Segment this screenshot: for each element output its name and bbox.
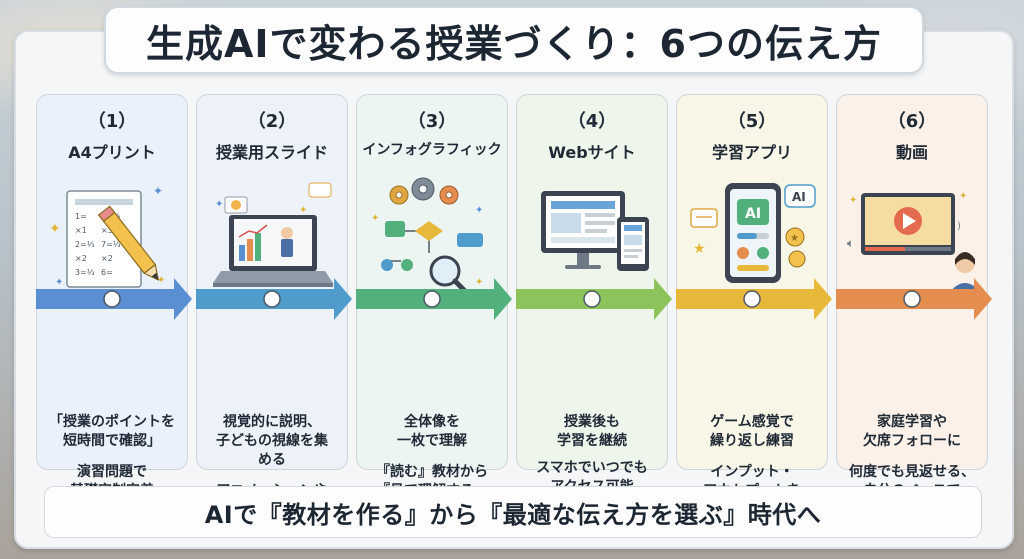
- title-banner: 生成AIで変わる授業づくり：6つの伝え方: [104, 6, 924, 74]
- laptop-presentation-icon: ✦ ✦: [205, 173, 341, 369]
- card-number: （5）: [727, 111, 777, 132]
- svg-text:✦: ✦: [49, 221, 61, 237]
- svg-text:✦: ✦: [849, 195, 857, 206]
- page-title: 生成AIで変わる授業づくり：6つの伝え方: [146, 21, 882, 66]
- timeline: [36, 278, 992, 320]
- card-description-line: 「授業のポイントを短時間で確認」: [49, 414, 175, 449]
- footer-banner: AIで『教材を作る』から『最適な伝え方を選ぶ』時代へ: [44, 486, 982, 538]
- svg-text:7=⅓: 7=⅓: [101, 240, 121, 249]
- card-number: （4）: [567, 111, 617, 132]
- card-description-line: 視覚的に説明、子どもの視線を集める: [216, 414, 328, 468]
- timeline-node-6: [903, 290, 921, 308]
- card-title: A4プリント: [68, 143, 156, 162]
- svg-text:×1: ×1: [75, 226, 87, 235]
- svg-text:×2: ×2: [101, 254, 113, 263]
- card-title: 授業用スライド: [215, 143, 328, 162]
- svg-text:✦: ✦: [157, 275, 165, 286]
- svg-text:✦: ✦: [371, 213, 379, 224]
- monitor-tablet-icon: [525, 173, 661, 369]
- video-player-icon: 🔈︎ ✦ ✦ ): [845, 173, 981, 369]
- smartphone-ai-icon: AI AI ★ ★: [685, 173, 821, 369]
- svg-text:2=⅓: 2=⅓: [75, 240, 95, 249]
- card-description-line: 授業後も学習を継続: [557, 414, 627, 449]
- worksheet-pencil-icon: 1=5=½ ×1×3 2=⅓7=⅓ ×2×2 3=⅓6= ✦ ✦ ✦ ✦: [45, 173, 181, 369]
- svg-text:3=⅓: 3=⅓: [75, 268, 95, 277]
- card-description-line: 全体像を一枚で理解: [397, 414, 467, 449]
- svg-text:★: ★: [693, 241, 706, 257]
- card-title: インフォグラフィック: [362, 142, 502, 158]
- card-description-line: ゲーム感覚で繰り返し練習: [710, 414, 794, 449]
- card-2: （2）授業用スライド ✦ ✦ 視覚的に説明、子どもの視線を集めるアニメーションや…: [196, 94, 348, 537]
- card-title: Webサイト: [548, 143, 636, 162]
- card-5: （5）学習アプリ AI AI ★ ★ ゲーム感覚で繰り返し練習インプット・アウト…: [676, 94, 828, 518]
- svg-text:✦: ✦: [153, 184, 163, 198]
- svg-text:6=: 6=: [101, 268, 113, 277]
- timeline-node-1: [103, 290, 121, 308]
- svg-text:×2: ×2: [75, 254, 87, 263]
- card-number: （3）: [407, 111, 457, 132]
- svg-text:✦: ✦: [475, 205, 483, 216]
- card-number: （6）: [887, 111, 937, 132]
- svg-text:✦: ✦: [55, 277, 63, 288]
- timeline-node-5: [743, 290, 761, 308]
- svg-text:✦: ✦: [475, 277, 483, 288]
- svg-text:🔈︎: 🔈︎: [847, 236, 854, 250]
- svg-text:✦: ✦: [959, 191, 967, 202]
- timeline-node-3: [423, 290, 441, 308]
- svg-text:✦: ✦: [299, 205, 307, 216]
- svg-text:AI: AI: [745, 206, 761, 222]
- svg-text:★: ★: [790, 233, 799, 244]
- svg-text:1=: 1=: [75, 212, 87, 221]
- card-description-line: 家庭学習や欠席フォローに: [863, 414, 961, 449]
- footer-text: AIで『教材を作る』から『最適な伝え方を選ぶ』時代へ: [204, 500, 822, 529]
- card-number: （2）: [247, 111, 297, 132]
- svg-text:): ): [957, 221, 961, 232]
- timeline-node-4: [583, 290, 601, 308]
- gears-magnifier-icon: ✦ ✦ ✦: [365, 173, 501, 369]
- card-3: （3）インフォグラフィック ✦ ✦ ✦ 全体像を一枚で理解『読む』教: [356, 94, 508, 518]
- timeline-node-2: [263, 290, 281, 308]
- svg-text:×3: ×3: [101, 226, 113, 235]
- card-title: 学習アプリ: [711, 143, 792, 162]
- card-1: （1）A4プリント 1=5=½ ×1×3 2=⅓7=⅓ ×2×2 3=⅓6= ✦…: [36, 94, 188, 499]
- svg-text:✦: ✦: [215, 199, 223, 210]
- card-6: （6）動画 🔈︎ ✦ ✦ ) 家庭学習や欠席フォローに何度でも見返せる、自分のペ…: [836, 94, 988, 499]
- svg-text:AI: AI: [792, 190, 806, 204]
- card-number: （1）: [87, 111, 137, 132]
- card-title: 動画: [895, 143, 928, 162]
